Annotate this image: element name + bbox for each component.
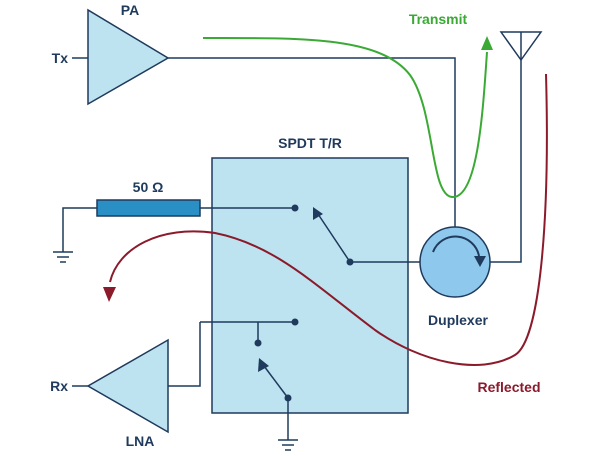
lna-label: LNA	[126, 433, 155, 449]
resistor-wire-left	[62, 207, 97, 252]
duplexer-label: Duplexer	[428, 312, 488, 328]
transmit-signal-path	[202, 36, 488, 199]
reflected-label: Reflected	[477, 379, 540, 395]
resistor-label: 50 Ω	[133, 179, 164, 195]
spdt-switch-box	[211, 157, 409, 414]
switch-lower-arm	[263, 365, 289, 399]
reflected-signal-path	[109, 73, 548, 366]
reflected-arrowhead	[103, 287, 116, 302]
pa-to-duplexer-wire	[168, 57, 456, 232]
tx-label: Tx	[52, 50, 69, 66]
lna-amplifier	[86, 338, 169, 434]
ground-icon-resistor	[53, 251, 73, 263]
duplexer-to-antenna-wire	[490, 60, 522, 263]
lna-input-wire	[168, 322, 201, 387]
switch-upper-arm	[317, 213, 351, 263]
ground-icon-switch	[278, 439, 298, 451]
switch-upper-arrowhead	[313, 207, 323, 220]
resistor-50-ohm	[96, 199, 201, 217]
pa-amplifier	[87, 8, 170, 106]
spdt-label: SPDT T/R	[278, 135, 342, 151]
transmit-label: Transmit	[409, 11, 468, 27]
pa-label: PA	[121, 2, 139, 18]
rx-label: Rx	[50, 378, 68, 394]
switch-upper-contact	[291, 204, 299, 212]
switch-lower-stub-contact	[254, 339, 262, 347]
switch-lower-arrowhead	[258, 358, 269, 372]
transmit-arrowhead	[481, 36, 493, 50]
circulator-direction-arrow	[432, 235, 480, 257]
circulator-arrowhead	[474, 256, 486, 267]
